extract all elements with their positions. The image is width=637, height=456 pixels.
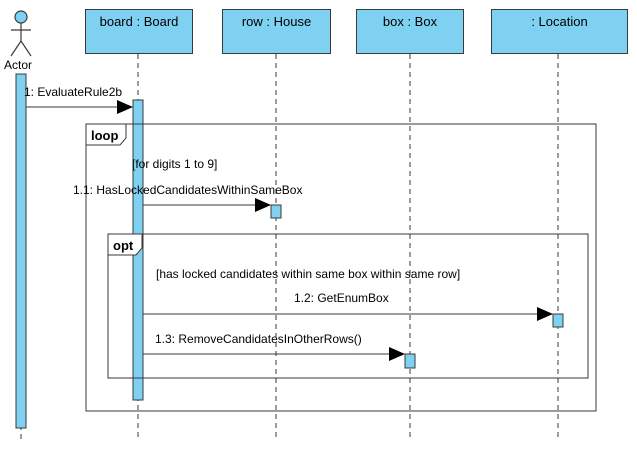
message-1-2-label: 1.2: GetEnumBox [294, 291, 389, 305]
message-1: 1: EvaluateRule2b [24, 85, 133, 114]
activation-box [404, 353, 416, 369]
message-1-2: 1.2: GetEnumBox [143, 291, 553, 321]
lifeline-header-board[interactable]: board : Board [85, 9, 193, 54]
activation-row [270, 204, 282, 219]
lifeline-header-location[interactable]: : Location [491, 9, 628, 54]
opt-operator: opt [113, 238, 134, 253]
actor-icon [10, 10, 32, 57]
opt-fragment: opt [has locked candidates within same b… [107, 233, 589, 379]
activation-location [552, 313, 564, 328]
message-1-1: 1.1: HasLockedCandidatesWithinSameBox [73, 183, 302, 212]
loop-operator: loop [91, 128, 118, 143]
activation-actor [15, 73, 27, 429]
message-1-label: 1: EvaluateRule2b [24, 85, 122, 99]
lifeline-header-row[interactable]: row : House [222, 9, 331, 54]
lifelines [20, 54, 559, 440]
message-1-3: 1.3: RemoveCandidatesInOtherRows() [143, 332, 405, 361]
loop-guard: [for digits 1 to 9] [132, 157, 217, 171]
opt-guard: [has locked candidates within same box w… [156, 267, 460, 281]
lifeline-header-box[interactable]: box : Box [356, 9, 464, 54]
loop-fragment: loop [for digits 1 to 9] [85, 123, 597, 412]
actor-label: Actor [4, 58, 33, 72]
message-1-3-label: 1.3: RemoveCandidatesInOtherRows() [155, 332, 362, 346]
message-1-1-label: 1.1: HasLockedCandidatesWithinSameBox [73, 183, 302, 197]
